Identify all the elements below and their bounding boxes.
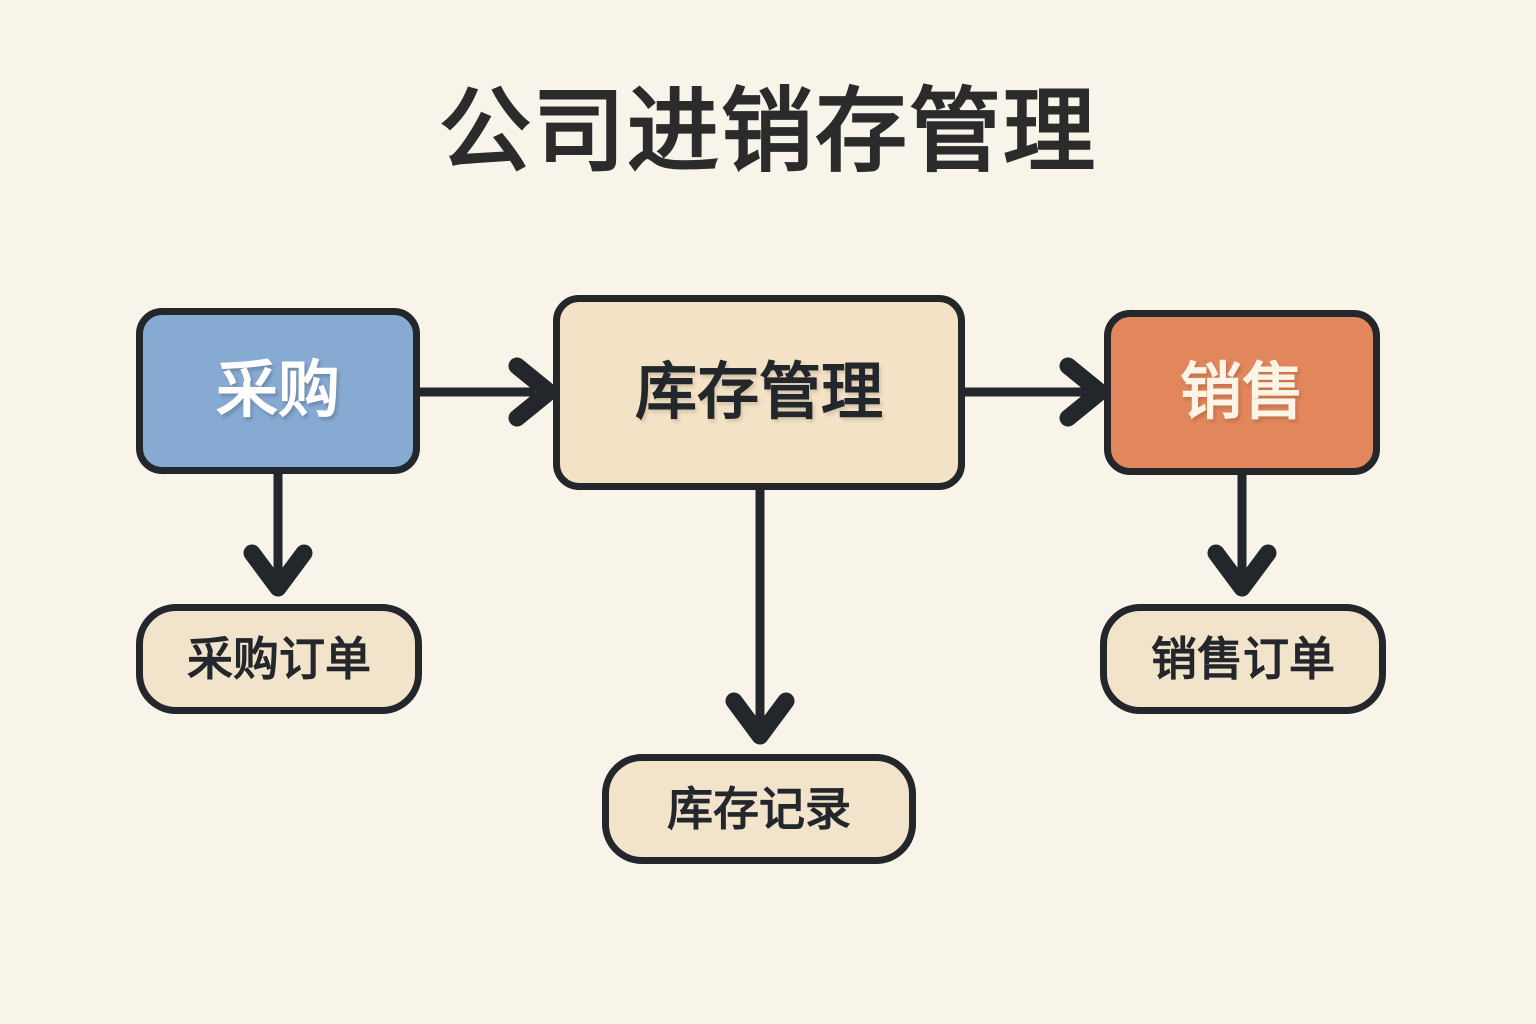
edge-sales-sales-order (1207, 475, 1277, 597)
node-sales-order-label: 销售订单 (1151, 633, 1335, 685)
node-sales[interactable]: 销售 (1104, 310, 1380, 475)
edge-procurement-inventory (420, 357, 558, 427)
node-purchase-order-label: 采购订单 (187, 633, 371, 685)
node-sales-order[interactable]: 销售订单 (1100, 604, 1386, 714)
node-procurement[interactable]: 采购 (136, 308, 420, 474)
node-inventory[interactable]: 库存管理 (553, 295, 965, 490)
node-sales-label: 销售 (1179, 357, 1304, 427)
node-procurement-label: 采购 (215, 356, 340, 425)
edge-procurement-purchase-order (243, 474, 313, 597)
edge-inventory-inventory-record (725, 490, 795, 745)
node-inventory-label: 库存管理 (634, 357, 883, 427)
node-inventory-record-label: 库存记录 (667, 783, 851, 835)
edge-inventory-sales (965, 357, 1109, 427)
node-inventory-record[interactable]: 库存记录 (602, 754, 916, 864)
node-purchase-order[interactable]: 采购订单 (136, 604, 422, 714)
page-title: 公司进销存管理 (438, 81, 1097, 183)
